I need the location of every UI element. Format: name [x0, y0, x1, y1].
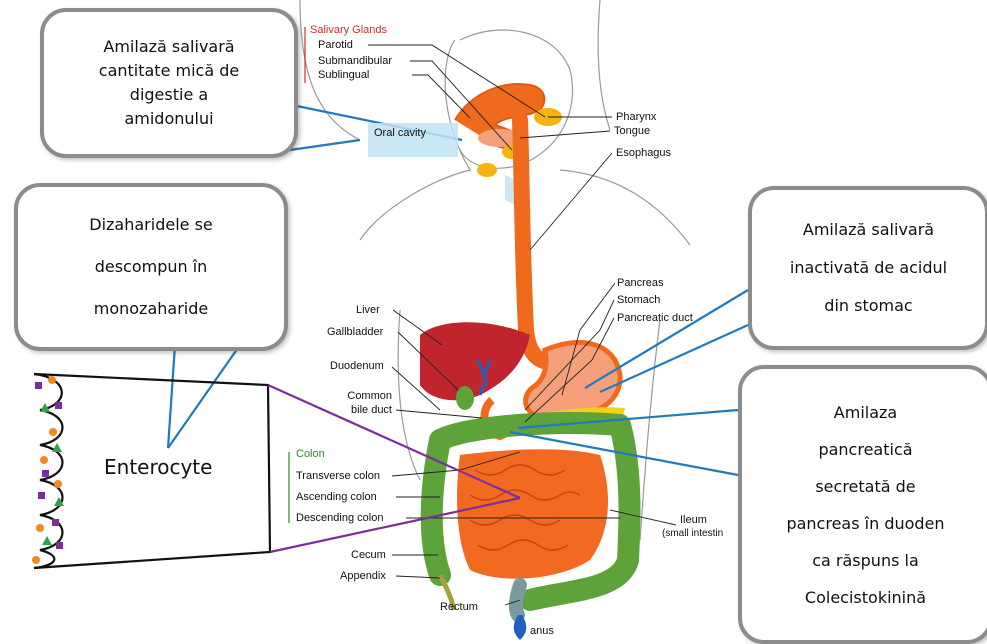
- label-appendix: Appendix: [340, 570, 386, 582]
- callout-salivary-amylase-text: Amilază salivară cantitate mică de diges…: [99, 35, 239, 131]
- callout-salivary-amylase: Amilază salivară cantitate mică de diges…: [40, 8, 298, 158]
- label-parotid: Parotid: [318, 39, 353, 51]
- label-rectum: Rectum: [440, 601, 478, 613]
- callout-pancreatic-amylase-text: Amilaza pancreatică secretată de pancrea…: [786, 394, 944, 616]
- label-submandibular: Submandibular: [318, 55, 392, 67]
- callout-pancreatic-amylase: Amilaza pancreatică secretată de pancrea…: [738, 365, 987, 644]
- label-colon: Colon: [296, 448, 325, 460]
- label-cecum: Cecum: [351, 549, 386, 561]
- label-pharynx: Pharynx: [616, 111, 656, 123]
- label-tongue: Tongue: [614, 125, 650, 137]
- callout-disaccharides-text: Dizaharidele se descompun în monozaharid…: [89, 204, 213, 330]
- label-sublingual: Sublingual: [318, 69, 369, 81]
- sublingual-gland: [477, 163, 497, 177]
- callout-disaccharides: Dizaharidele se descompun în monozaharid…: [14, 183, 288, 351]
- liver: [420, 322, 530, 400]
- label-liver: Liver: [356, 304, 380, 316]
- label-gallbladder: Gallbladder: [327, 326, 383, 338]
- label-pancreas: Pancreas: [617, 277, 663, 289]
- label-ileum: Ileum: [680, 514, 707, 526]
- label-esophagus: Esophagus: [616, 147, 671, 159]
- gallbladder: [456, 386, 474, 410]
- label-small-intestine: (small intestin: [662, 528, 723, 540]
- esophagus: [520, 120, 548, 362]
- label-stomach: Stomach: [617, 294, 660, 306]
- label-oral-cavity: Oral cavity: [374, 127, 426, 139]
- label-salivary-glands: Salivary Glands: [310, 24, 387, 36]
- label-bile-duct: bile duct: [336, 404, 392, 416]
- label-duodenum: Duodenum: [330, 360, 384, 372]
- label-descending-colon: Descending colon: [296, 512, 383, 524]
- callout-amylase-inactivated-text: Amilază salivară inactivată de acidul di…: [790, 211, 947, 325]
- label-enterocyte: Enterocyte: [104, 455, 212, 479]
- label-anus: anus: [530, 625, 554, 637]
- label-pancreatic-duct: Pancreatic duct: [617, 312, 693, 324]
- label-transverse-colon: Transverse colon: [296, 470, 380, 482]
- label-common: Common: [336, 390, 392, 402]
- callout-amylase-inactivated: Amilază salivară inactivată de acidul di…: [748, 186, 987, 350]
- label-ascending-colon: Ascending colon: [296, 491, 377, 503]
